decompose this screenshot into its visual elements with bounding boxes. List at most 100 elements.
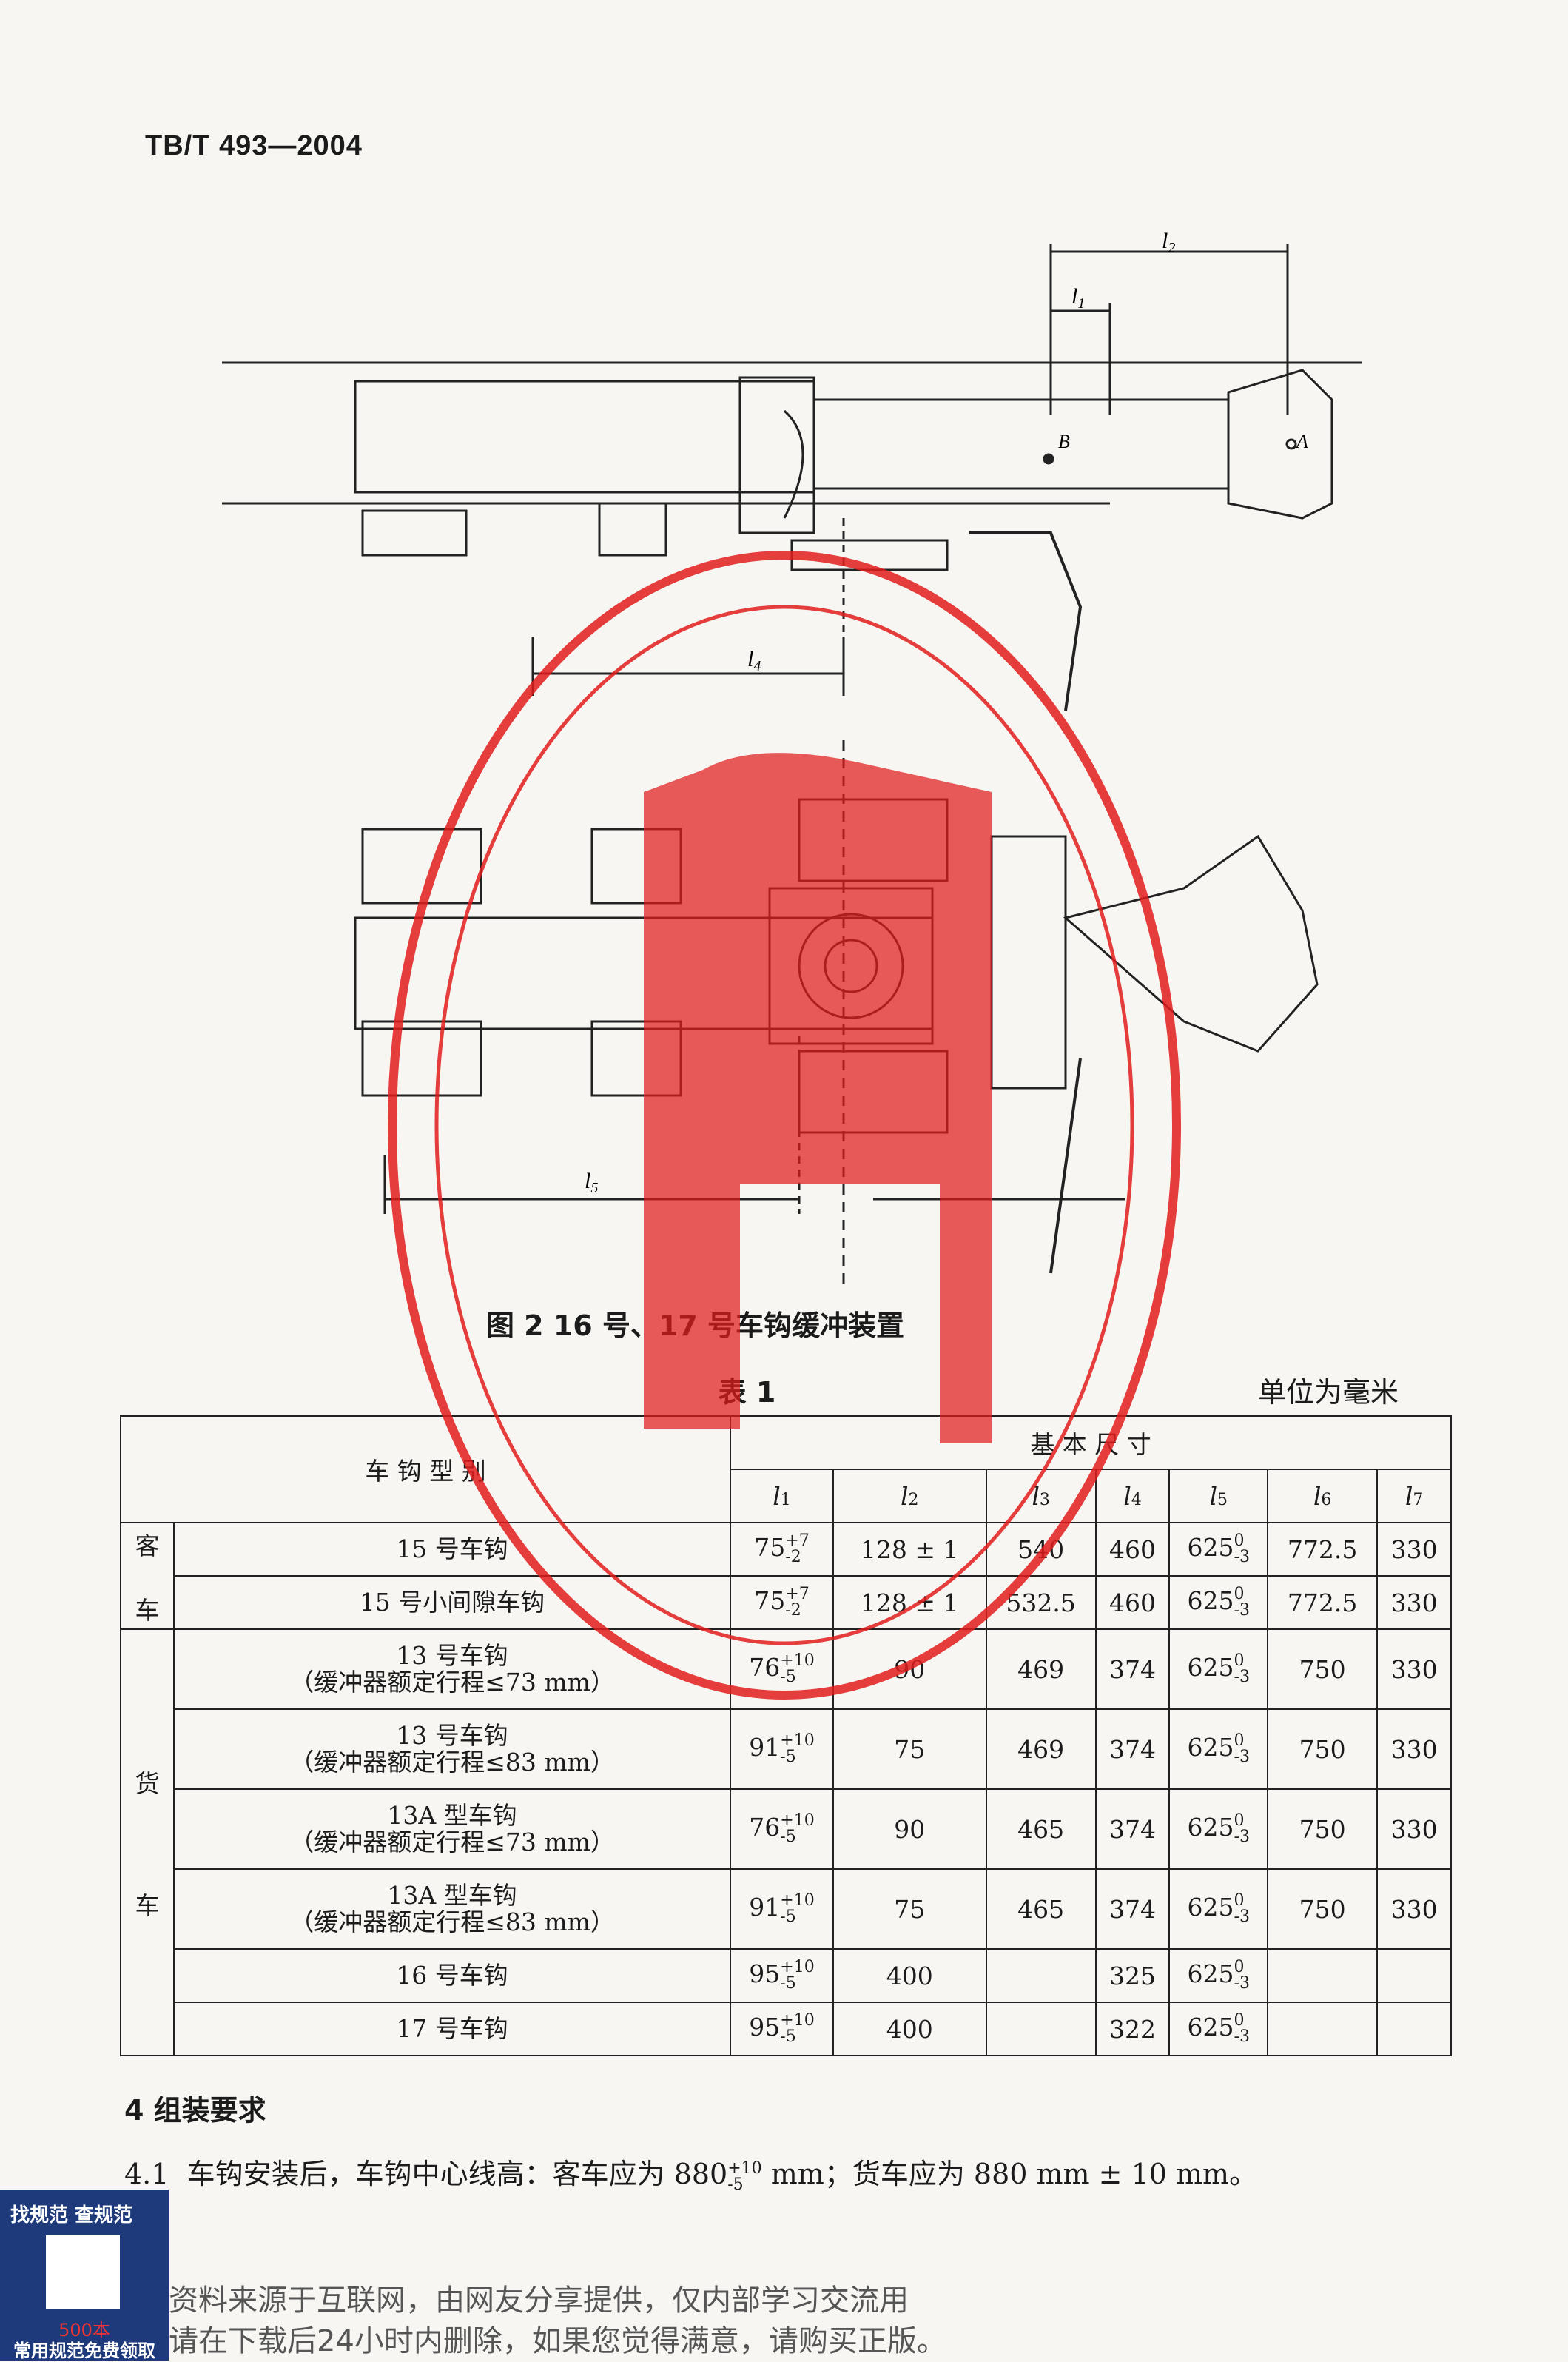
label-B: B [1058,431,1070,452]
cell-l7 [1376,2002,1452,2056]
cell-l4: 374 [1094,1628,1171,1710]
cell-l2: 75 [832,1868,987,1950]
label-l5-sub: 5 [590,1180,598,1196]
label-l2: l [1162,229,1168,253]
cell-l7: 330 [1376,1628,1452,1710]
group-passenger: 客车 [120,1522,175,1630]
cell-l5: 6250-3 [1168,1575,1269,1630]
section-4-1-sub: -5 [727,2175,744,2194]
cell-l1: 91+10-5 [730,1868,834,1950]
cell-l7: 330 [1376,1522,1452,1577]
svg-text:l2: l2 [1162,229,1175,256]
badge-line2: 常用规范免费领取 [13,2341,155,2361]
cell-l6: 772.5 [1267,1575,1379,1630]
coupler-side-view-drawing: l2 l1 l4 B A [222,229,1362,711]
svg-text:l1: l1 [1071,284,1085,312]
coupler-type-cell: 15 号小间隙车钩 [172,1575,732,1630]
cell-l6: 750 [1267,1788,1379,1870]
cell-l5: 6250-3 [1168,1868,1269,1950]
label-l5: l [585,1169,590,1193]
footer-line-2: 请在下载后24小时内删除，如果您觉得满意，请购买正版。 [169,2324,946,2358]
cell-l7: 330 [1376,1788,1452,1870]
cell-l3 [985,2002,1097,2056]
coupler-type-cell: 15 号车钩 [172,1522,732,1577]
col-header-l4: l4 [1094,1469,1171,1523]
cell-l6: 750 [1267,1708,1379,1790]
cell-l3 [985,1948,1097,2003]
badge-count: 500本 [58,2320,110,2341]
cell-l3: 469 [985,1708,1097,1790]
cell-l1: 95+10-5 [730,1948,834,2003]
cell-l4: 460 [1094,1575,1171,1630]
badge-line1: 找规范 查规范 [10,2204,133,2227]
cell-l4: 322 [1094,2002,1171,2056]
group-freight: 货车 [120,1628,175,2056]
cell-l1: 91+10-5 [730,1708,834,1790]
unit-note: 单位为毫米 [1258,1376,1399,1409]
footer-line-1: 资料来源于互联网，由网友分享提供，仅内部学习交流用 [169,2284,909,2318]
cell-l2: 75 [832,1708,987,1790]
section-4-1-text: 4.1 车钩安装后，车钩中心线高：客车应为 880+10-5 mm；货车应为 8… [124,2151,1257,2193]
figure-caption: 图 2 16 号、17 号车钩缓冲装置 [485,1309,905,1342]
label-l1-sub: 1 [1077,295,1085,312]
svg-text:l5: l5 [585,1169,598,1196]
promo-badge[interactable]: 找规范 查规范 500本 常用规范免费领取 [0,2190,169,2361]
coupler-type-cell: 16 号车钩 [172,1948,732,2003]
cell-l5: 6250-3 [1168,1628,1269,1710]
qr-code-icon [46,2235,120,2309]
col-header-l5: l5 [1168,1469,1269,1523]
cell-l4: 374 [1094,1868,1171,1950]
cell-l5: 6250-3 [1168,1522,1269,1577]
cell-l3: 532.5 [985,1575,1097,1630]
cell-l3: 540 [985,1522,1097,1577]
cell-l3: 465 [985,1868,1097,1950]
label-l1: l [1071,284,1077,309]
cell-l3: 469 [985,1628,1097,1710]
cell-l1: 76+10-5 [730,1788,834,1870]
document-code: TB/T 493—2004 [145,130,363,161]
cell-l5: 6250-3 [1168,1708,1269,1790]
cell-l2: 90 [832,1628,987,1710]
cell-l2: 128 ± 1 [832,1522,987,1577]
cell-l6: 772.5 [1267,1522,1379,1577]
label-l2-sub: 2 [1168,240,1175,256]
cell-l1: 95+10-5 [730,2002,834,2056]
cell-l1: 75+7-2 [730,1575,834,1630]
basic-dimension-header: 基 本 尺 寸 [730,1415,1452,1470]
section-4-heading: 4 组装要求 [124,2094,266,2127]
col-header-l1: l1 [730,1469,834,1523]
cell-l5: 6250-3 [1168,1788,1269,1870]
section-4-1-sup: +10 [727,2158,762,2178]
coupler-type-cell: 13 号车钩（缓冲器额定行程≤73 mm） [172,1628,732,1710]
col-header-l7: l7 [1376,1469,1452,1523]
label-l4: l [747,647,753,671]
cell-l7: 330 [1376,1868,1452,1950]
cell-l2: 90 [832,1788,987,1870]
cell-l1: 76+10-5 [730,1628,834,1710]
cell-l6: 750 [1267,1628,1379,1710]
cell-l6 [1267,2002,1379,2056]
col-header-l2: l2 [832,1469,987,1523]
col-header-l6: l6 [1267,1469,1379,1523]
cell-l6 [1267,1948,1379,2003]
cell-l1: 75+7-2 [730,1522,834,1577]
cell-l7 [1376,1948,1452,2003]
coupler-type-cell: 13A 型车钩（缓冲器额定行程≤73 mm） [172,1788,732,1870]
section-4-1-text-b: mm；货车应为 880 mm ± 10 mm。 [761,2158,1258,2190]
cell-l4: 460 [1094,1522,1171,1577]
coupler-type-cell: 13 号车钩（缓冲器额定行程≤83 mm） [172,1708,732,1790]
coupler-plan-view-drawing: l5 [354,740,1319,1288]
coupler-type-cell: 17 号车钩 [172,2002,732,2056]
type-header: 车 钩 型 别 [119,1415,732,1523]
svg-text:l4: l4 [747,647,761,674]
cell-l7: 330 [1376,1708,1452,1790]
